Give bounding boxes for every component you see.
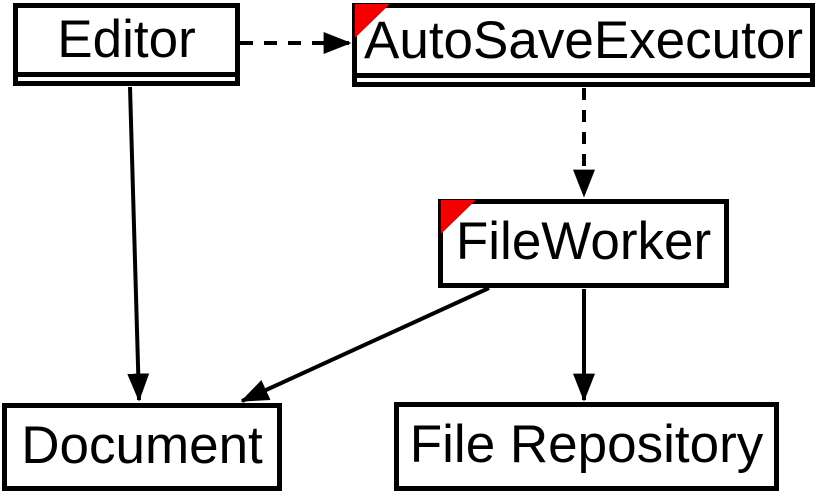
node-document-label: Document [21,415,263,475]
node-fileworker: FileWorker [438,199,729,288]
edge-fileworker-to-document [240,286,490,403]
node-autosaveexecutor: AutoSaveExecutor [352,3,815,87]
node-autosaveexecutor-label: AutoSaveExecutor [364,10,803,70]
node-fileworker-label: FileWorker [455,212,712,271]
edge-editor-to-document [127,86,150,402]
node-editor: Editor [13,3,240,86]
node-file-repository: File Repository [394,402,779,491]
node-document: Document [2,403,282,491]
compartment-divider [18,72,235,77]
node-file-repository-label: File Repository [409,415,764,474]
compartment-divider [357,73,810,78]
node-editor-label: Editor [57,10,196,69]
